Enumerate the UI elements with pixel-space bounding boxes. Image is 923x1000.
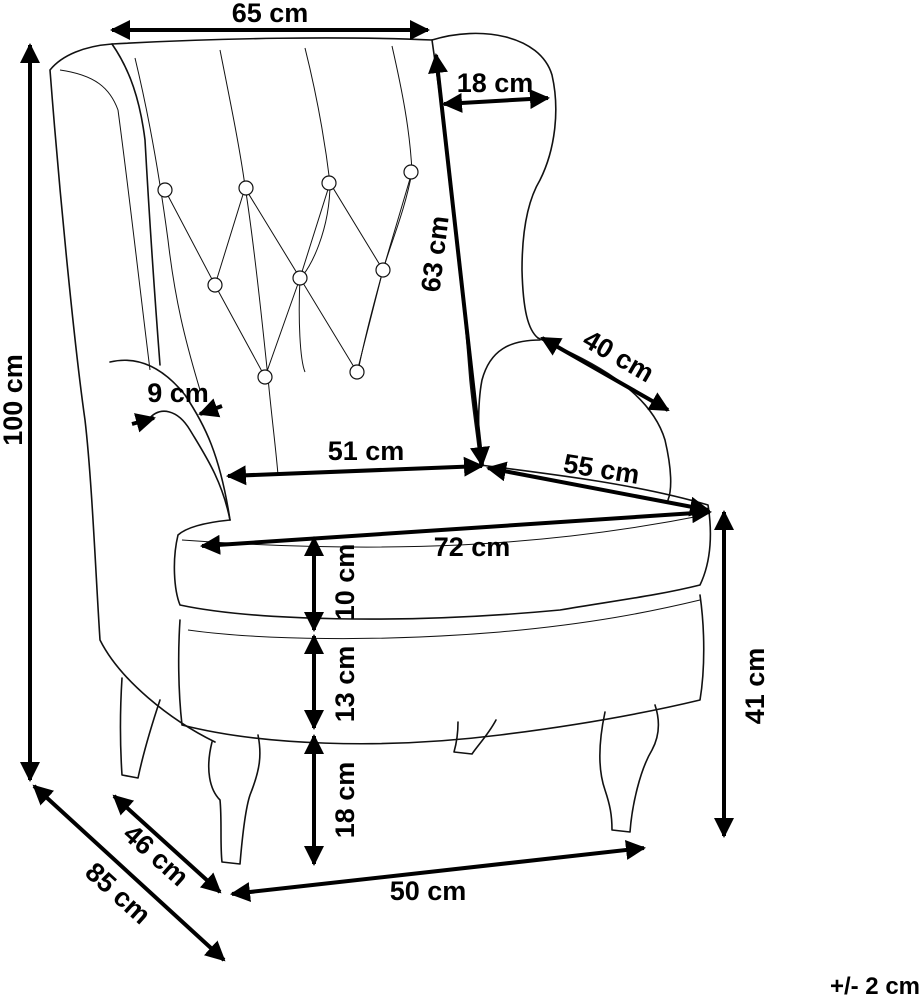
label-seat-width: 51 cm [328, 436, 405, 466]
back-tuft-line-1 [134, 57, 201, 391]
dim-arrow-arm-width-left [131, 413, 156, 433]
label-leg-height: 18 cm [330, 762, 360, 839]
label-wing-depth: 18 cm [457, 68, 534, 98]
dim-arrow-arm-length [540, 336, 670, 412]
left-armrest-scroll [147, 410, 231, 521]
dim-arrow-total-depth [32, 784, 226, 962]
label-total-width: 72 cm [434, 532, 511, 562]
label-total-depth: 85 cm [80, 857, 157, 931]
tuft-button [349, 364, 365, 380]
label-arm-length: 40 cm [578, 324, 659, 388]
left-armrest [109, 359, 231, 521]
tolerance-note: +/- 2 cm [830, 973, 920, 1000]
left-wing-front-edge [111, 43, 161, 366]
back-tuft-line-2 [219, 49, 279, 476]
label-seat-height: 41 cm [740, 648, 770, 725]
base-top-piping [187, 599, 701, 640]
back-right-leg [453, 719, 497, 755]
left-wing-inner-line [59, 69, 151, 371]
label-leg-width: 50 cm [390, 876, 467, 906]
right-arm-inner [477, 339, 541, 461]
dim-arrow-arm-width-right [198, 398, 223, 418]
back-diamond-1 [164, 171, 413, 287]
chair-base [177, 594, 705, 745]
label-top-width: 65 cm [232, 0, 309, 28]
dim-arrow-back-height [428, 53, 490, 467]
back-top-edge [111, 37, 433, 45]
label-leg-depth: 46 cm [118, 819, 195, 893]
label-back-height: 63 cm [416, 214, 455, 294]
dim-arrow-seat-depth [486, 461, 710, 517]
front-left-leg [208, 734, 261, 865]
right-wing-outline [431, 32, 557, 339]
dimension-arrows [20, 20, 734, 962]
dim-arrow-leg-width [230, 840, 646, 902]
tuft-button [157, 182, 173, 198]
back-tuft-line-4 [357, 45, 413, 373]
tuft-button [257, 369, 273, 385]
tuft-button [403, 164, 419, 180]
front-right-leg [599, 704, 660, 833]
label-cushion-height: 10 cm [330, 544, 360, 621]
dim-arrow-seat-width [226, 456, 484, 486]
back-left-leg [119, 677, 161, 779]
label-base-height: 13 cm [330, 646, 360, 723]
tuft-button [207, 277, 223, 293]
dim-arrow-total-width [200, 503, 712, 555]
tuft-button [375, 262, 391, 278]
dim-arrow-wing-depth [442, 89, 550, 113]
left-wing-outline [49, 43, 216, 743]
tuft-button [238, 180, 254, 196]
tuft-button [292, 270, 308, 286]
label-total-height: 100 cm [0, 354, 28, 446]
label-arm-width: 9 cm [147, 378, 209, 408]
back-tuft-line-3 [298, 47, 331, 373]
tuft-button [321, 175, 337, 191]
